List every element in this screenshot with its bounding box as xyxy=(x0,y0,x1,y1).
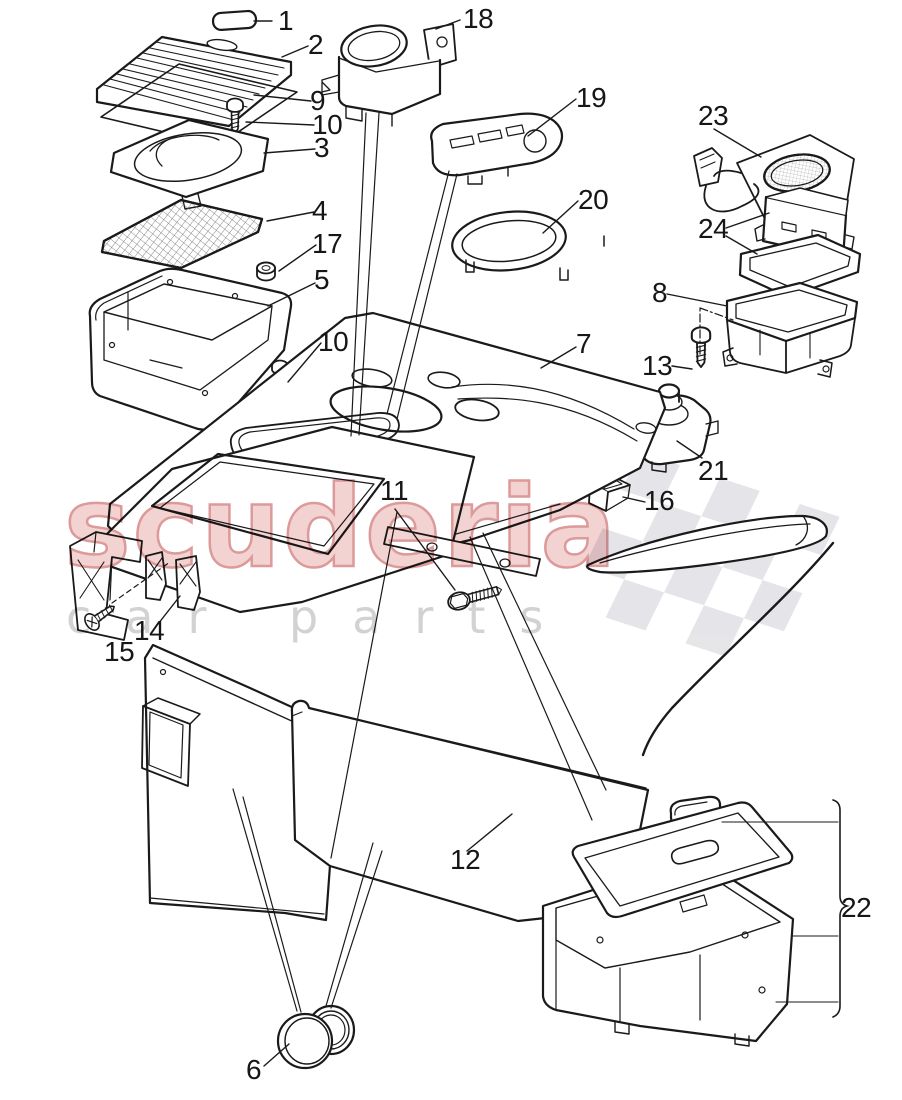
part-label-22[interactable]: 22 xyxy=(841,892,872,923)
part-label-23[interactable]: 23 xyxy=(698,100,729,131)
part-18-drawing xyxy=(321,23,457,127)
part-1-drawing xyxy=(211,9,258,32)
part-label-11[interactable]: 11 xyxy=(380,475,409,506)
part-label-20[interactable]: 20 xyxy=(578,184,609,215)
leader-lines xyxy=(111,19,850,1067)
part-5-drawing xyxy=(88,267,293,431)
part-22-drawing xyxy=(541,795,795,1047)
part-label-9[interactable]: 9 xyxy=(310,85,326,116)
part-2-drawing xyxy=(95,35,293,128)
part-label-8[interactable]: 8 xyxy=(652,277,668,308)
part-14-drawing xyxy=(145,551,201,611)
part-20-drawing xyxy=(451,210,605,281)
part-label-24[interactable]: 24 xyxy=(698,213,729,244)
part-label-18[interactable]: 18 xyxy=(463,3,494,34)
part-6-drawing xyxy=(276,1004,356,1070)
part-label-2[interactable]: 2 xyxy=(308,29,324,60)
part-label-1[interactable]: 1 xyxy=(278,5,294,36)
part-label-17[interactable]: 17 xyxy=(312,228,343,259)
part-label-12[interactable]: 12 xyxy=(450,844,481,875)
part-label-3[interactable]: 3 xyxy=(314,132,330,163)
part-13-drawing xyxy=(690,326,712,369)
checker-cell xyxy=(685,605,744,657)
part-label-15[interactable]: 15 xyxy=(104,636,135,667)
part-label-21[interactable]: 21 xyxy=(698,455,729,486)
part-label-10[interactable]: 10 xyxy=(312,109,343,140)
part-label-19[interactable]: 19 xyxy=(576,82,607,113)
part-label-10[interactable]: 10 xyxy=(318,326,349,357)
console-end-cap-drawing xyxy=(69,531,143,641)
part-4-drawing xyxy=(100,198,264,270)
part-label-6[interactable]: 6 xyxy=(246,1054,262,1085)
part-label-7[interactable]: 7 xyxy=(576,328,592,359)
checker-cell xyxy=(605,579,665,631)
mounting-rail-drawing xyxy=(383,526,541,577)
part-label-4[interactable]: 4 xyxy=(312,195,328,226)
part-label-14[interactable]: 14 xyxy=(134,615,165,646)
part-15-drawing xyxy=(84,604,115,631)
part-11-drawing xyxy=(447,585,503,611)
part-label-16[interactable]: 16 xyxy=(644,485,675,516)
console-side-sweep-line xyxy=(641,541,835,757)
checker-cell xyxy=(701,477,760,530)
part-3-drawing xyxy=(109,118,270,210)
part-label-13[interactable]: 13 xyxy=(642,350,673,381)
part-24-drawing xyxy=(738,187,862,299)
part-8-drawing xyxy=(722,281,859,378)
part-17-drawing xyxy=(256,261,276,282)
armrest-profile-drawing xyxy=(586,514,828,574)
part-label-5[interactable]: 5 xyxy=(314,264,330,295)
part-19-drawing xyxy=(430,112,564,185)
